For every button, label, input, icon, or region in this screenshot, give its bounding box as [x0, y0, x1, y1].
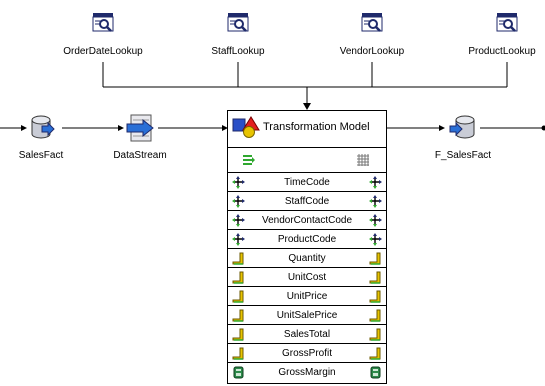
calculated-measure-icon	[369, 366, 382, 386]
transformation-row[interactable]: SalesTotal	[228, 325, 386, 344]
source-label: SalesFact	[5, 150, 77, 161]
lookup-label-staff: StaffLookup	[183, 46, 293, 57]
row-label: ProductCode	[278, 234, 336, 245]
transformation-row[interactable]: GrossProfit	[228, 344, 386, 363]
stream-label: DataStream	[104, 150, 176, 161]
row-label: UnitSalePrice	[277, 310, 338, 321]
row-label: TimeCode	[284, 177, 330, 188]
transformation-shapes-icon	[232, 116, 262, 141]
row-label: StaffCode	[285, 196, 329, 207]
row-label: GrossProfit	[282, 348, 332, 359]
transformation-row[interactable]: GrossMargin	[228, 363, 386, 382]
transformation-row[interactable]: UnitPrice	[228, 287, 386, 306]
lookup-icon[interactable]	[361, 12, 383, 34]
lookup-icon[interactable]	[92, 12, 114, 34]
lookup-label-vendor: VendorLookup	[317, 46, 427, 57]
row-label: UnitPrice	[287, 291, 328, 302]
transformation-row[interactable]: UnitCost	[228, 268, 386, 287]
data-stream-icon[interactable]	[126, 113, 156, 139]
row-label: Quantity	[288, 253, 325, 264]
transformation-toolbar	[228, 148, 386, 173]
lookup-icon[interactable]	[496, 12, 518, 34]
transformation-row[interactable]: Quantity	[228, 249, 386, 268]
lookup-label-orderdate: OrderDateLookup	[48, 46, 158, 57]
grid-view-icon[interactable]	[356, 153, 370, 170]
transformation-row[interactable]: VendorContactCode	[228, 211, 386, 230]
database-cylinder-icon[interactable]	[448, 115, 478, 141]
lookup-label-product: ProductLookup	[452, 46, 545, 57]
row-label: UnitCost	[288, 272, 326, 283]
row-label: VendorContactCode	[262, 215, 352, 226]
calculated-measure-icon	[232, 366, 245, 386]
transformation-model[interactable]: Transformation Model TimeCode	[227, 110, 387, 384]
lookup-icon[interactable]	[227, 12, 249, 34]
row-label: GrossMargin	[278, 367, 335, 378]
transformation-row[interactable]: UnitSalePrice	[228, 306, 386, 325]
database-cylinder-icon[interactable]	[28, 115, 58, 141]
list-view-icon[interactable]	[242, 153, 256, 170]
transformation-row[interactable]: StaffCode	[228, 192, 386, 211]
transformation-row[interactable]: ProductCode	[228, 230, 386, 249]
target-label: F_SalesFact	[426, 150, 500, 161]
row-label: SalesTotal	[284, 329, 330, 340]
transformation-header: Transformation Model	[228, 111, 386, 148]
transformation-row[interactable]: TimeCode	[228, 173, 386, 192]
transformation-title: Transformation Model	[263, 121, 370, 133]
